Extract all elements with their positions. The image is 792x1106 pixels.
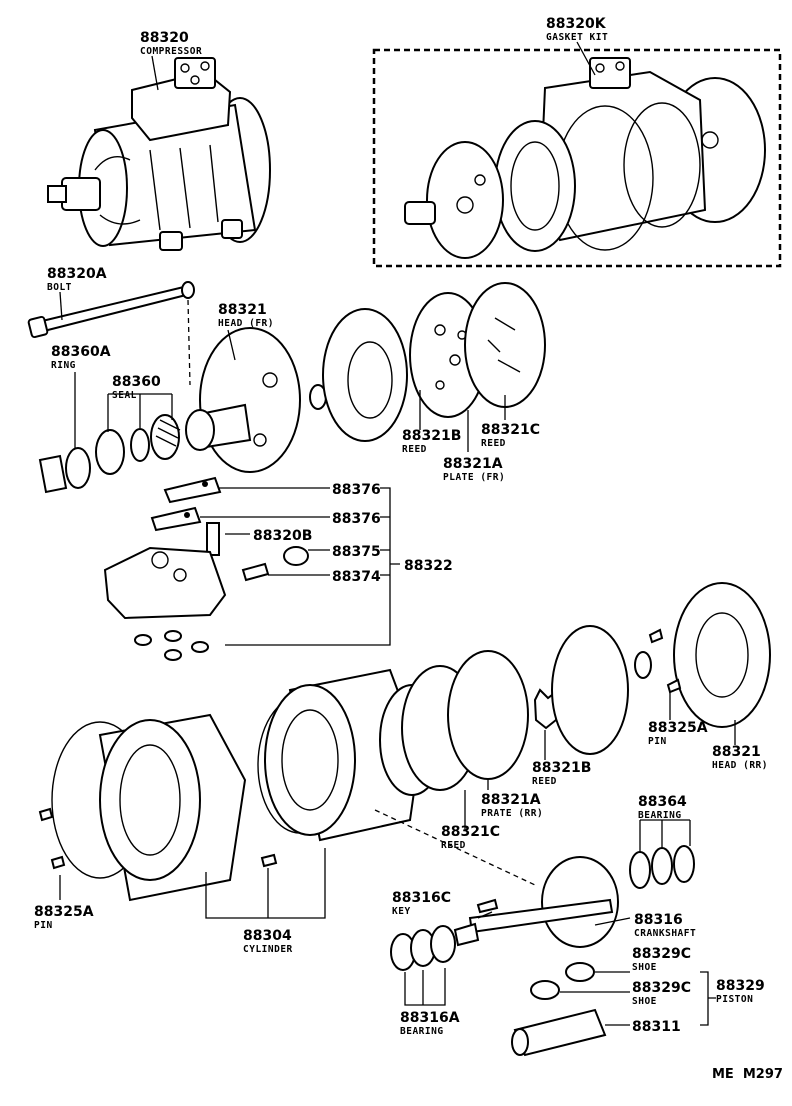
label-88304-number: 88304	[243, 928, 292, 944]
label-88321c-low-number: 88321C	[441, 824, 500, 840]
label-88329c-a-name: SHOE	[632, 962, 657, 973]
crankshaft-group	[374, 809, 695, 1057]
label-head-rr-number: 88321	[712, 744, 761, 760]
label-88360a-name: RING	[51, 360, 76, 371]
gasket-kit-group	[372, 48, 782, 268]
label-pin-left-name: PIN	[34, 920, 53, 931]
label-88316c-number: 88316C	[392, 890, 451, 906]
label-88321b-low-name: REED	[532, 776, 557, 787]
label-88360a-number: 88360A	[51, 344, 111, 360]
label-pin-left-number: 88325A	[34, 904, 94, 920]
label-88320a-name: BOLT	[47, 282, 72, 293]
label-pin-right-number: 88325A	[648, 720, 708, 736]
label-88321b-number: 88321B	[402, 428, 461, 444]
label-88329c-a-number: 88329C	[632, 946, 691, 962]
valve-block	[103, 476, 309, 661]
label-head-rr-name: HEAD (RR)	[712, 760, 768, 771]
label-88316a-number: 88316A	[400, 1010, 460, 1026]
label-88320b: 88320B	[253, 528, 312, 544]
label-88322: 88322	[404, 558, 453, 574]
part-labels: 88320 COMPRESSOR 88320K GASKET KIT 88320…	[34, 16, 783, 1082]
label-88321c-top-number: 88321C	[481, 422, 540, 438]
cylinder-group	[38, 582, 771, 902]
label-88316-number: 88316	[634, 912, 683, 928]
label-plate-rr-number: 88321A	[481, 792, 541, 808]
label-88360-name: SEAL	[112, 390, 137, 401]
label-88321b-name: REED	[402, 444, 427, 455]
label-88321c-top-name: REED	[481, 438, 506, 449]
label-88329-number: 88329	[716, 978, 765, 994]
label-88321b-low-number: 88321B	[532, 760, 591, 776]
label-88304-name: CYLINDER	[243, 944, 293, 955]
label-plate-rr-name: PRATE (RR)	[481, 808, 543, 819]
label-88320k-number: 88320K	[546, 16, 607, 32]
label-88329c-b-name: SHOE	[632, 996, 657, 1007]
label-88320k-name: GASKET KIT	[546, 32, 608, 43]
label-88311: 88311	[632, 1019, 681, 1035]
label-plate-fr-name: PLATE (FR)	[443, 472, 505, 483]
label-head-fr-name: HEAD (FR)	[218, 318, 274, 329]
label-plate-fr-number: 88321A	[443, 456, 503, 472]
label-head-fr-number: 88321	[218, 302, 267, 318]
diagram-code: ME M297	[712, 1067, 783, 1082]
label-88364-name: BEARING	[638, 810, 682, 821]
label-88320-number: 88320	[140, 30, 189, 46]
label-88329-name: PISTON	[716, 994, 753, 1005]
label-88374: 88374	[332, 569, 381, 585]
label-88320a-number: 88320A	[47, 266, 107, 282]
leader-lines	[59, 41, 736, 1026]
label-88375: 88375	[332, 544, 381, 560]
bolt-seal-group	[27, 281, 546, 494]
label-88360-number: 88360	[112, 374, 161, 390]
label-88376-b: 88376	[332, 511, 381, 527]
label-88364-number: 88364	[638, 794, 687, 810]
label-88316c-name: KEY	[392, 906, 411, 917]
compressor-assembly	[47, 57, 271, 251]
label-pin-right-name: PIN	[648, 736, 667, 747]
label-88320-name: COMPRESSOR	[140, 46, 202, 57]
label-88329c-b-number: 88329C	[632, 980, 691, 996]
label-88316-name: CRANKSHAFT	[634, 928, 696, 939]
label-88316a-name: BEARING	[400, 1026, 444, 1037]
label-88321c-low-name: REED	[441, 840, 466, 851]
label-88376-a: 88376	[332, 482, 381, 498]
